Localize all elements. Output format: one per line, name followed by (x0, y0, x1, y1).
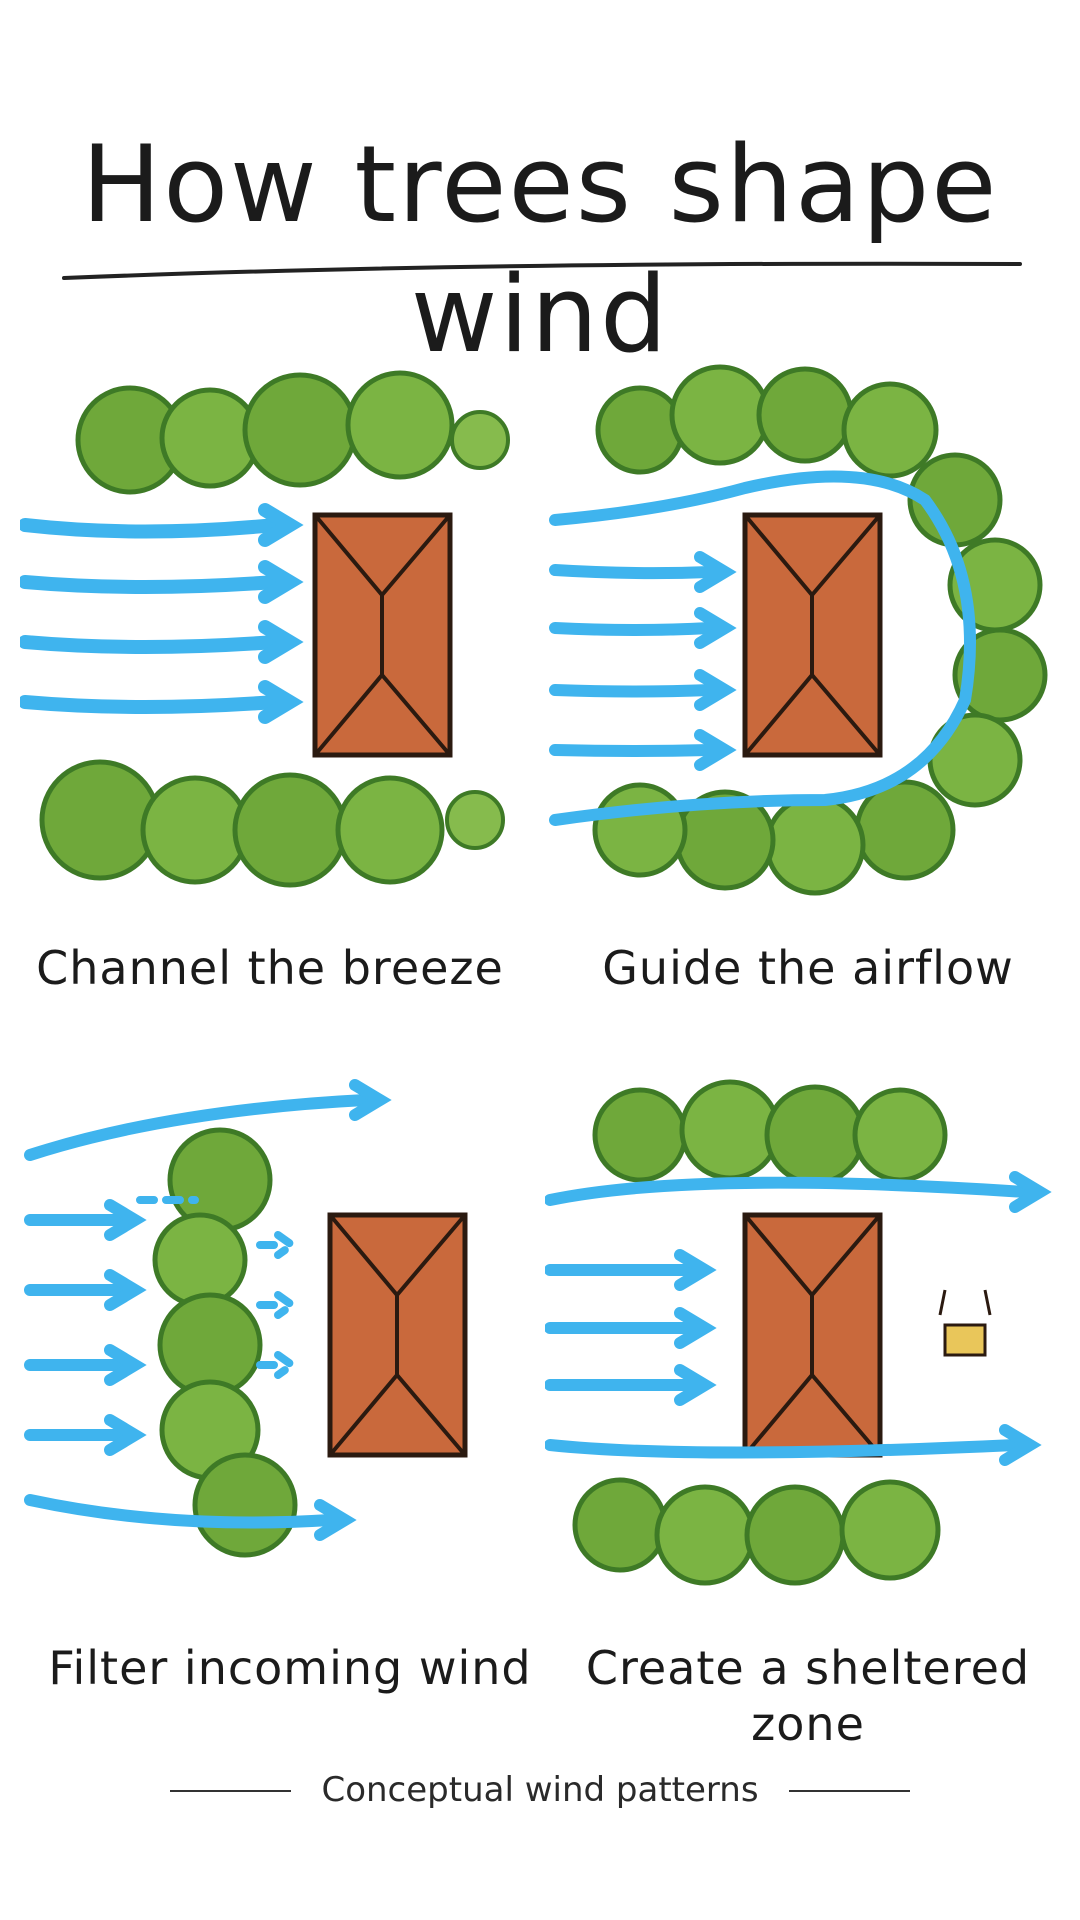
bench (938, 1289, 992, 1357)
footer-rule-right (760, 1790, 910, 1792)
wind-arrows (549, 470, 976, 826)
filtered-wind-dashes (136, 1196, 299, 1379)
panel-channel-breeze (20, 370, 510, 888)
wind-arrows (20, 503, 304, 724)
panel-sheltered-zone (545, 1079, 1052, 1586)
tree-row-top (592, 1079, 948, 1186)
wind-arrows (24, 1079, 392, 1541)
caption-channel-breeze: Channel the breeze (36, 941, 504, 995)
title-underline (62, 261, 1022, 280)
tree-arc (592, 364, 1048, 896)
wind-arrows (545, 1171, 1052, 1466)
house-roof (312, 512, 453, 758)
house-roof (742, 512, 883, 758)
tree-row-top (75, 370, 510, 495)
footer: Conceptual wind patterns (0, 1770, 1080, 1810)
house-roof (327, 1212, 468, 1458)
caption-guide-airflow: Guide the airflow (602, 941, 1014, 995)
tree-column (152, 1127, 298, 1558)
house-roof (742, 1212, 883, 1458)
caption-sheltered-zone: Create a sheltered zone (585, 1641, 1031, 1751)
footer-text: Conceptual wind patterns (291, 1770, 789, 1810)
caption-filter-wind: Filter incoming wind (48, 1641, 532, 1695)
footer-rule-left (170, 1790, 320, 1792)
page-title: How trees shape wind (81, 123, 999, 376)
panel-guide-airflow (549, 364, 1048, 896)
tree-row-bottom (39, 759, 505, 888)
panel-filter-wind (24, 1079, 468, 1558)
tree-row-bottom (572, 1477, 941, 1586)
